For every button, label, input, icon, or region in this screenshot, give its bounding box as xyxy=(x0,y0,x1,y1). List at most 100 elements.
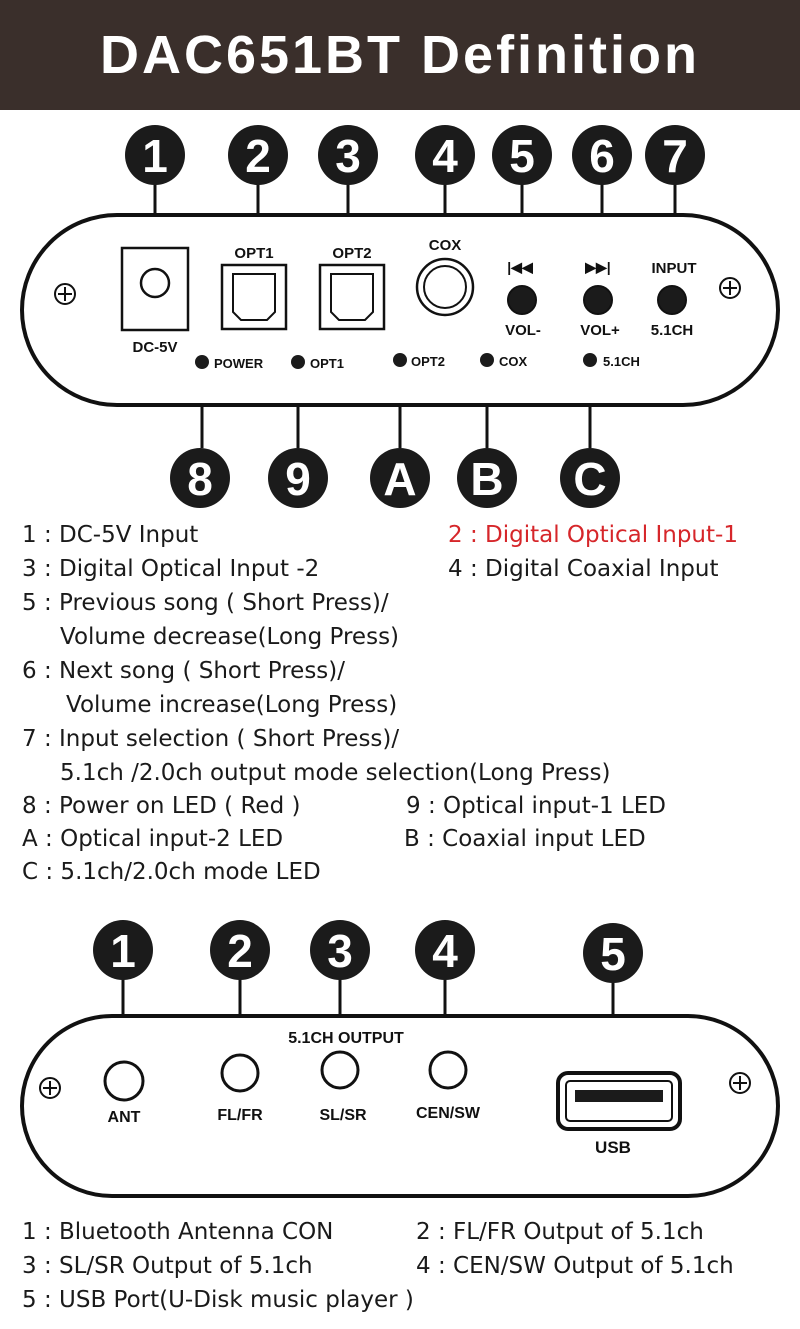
led-cox-label: COX xyxy=(499,354,528,369)
front-screw-left xyxy=(54,283,76,305)
rear-desc-2: 2 : FL/FR Output of 5.1ch xyxy=(416,1219,704,1245)
sl-sr-label: SL/SR xyxy=(319,1107,367,1124)
cen-sw-jack xyxy=(428,1050,468,1090)
callout-7: 7 xyxy=(645,125,705,185)
rear-desc-3: 3 : SL/SR Output of 5.1ch xyxy=(22,1253,313,1279)
svg-text:A: A xyxy=(383,453,416,505)
rear-callout-2: 2 xyxy=(210,920,270,980)
callout-3: 3 xyxy=(318,125,378,185)
callout-8: 8 xyxy=(170,448,230,508)
callout-5: 5 xyxy=(492,125,552,185)
callout-b: B xyxy=(457,448,517,508)
sl-sr-jack xyxy=(320,1050,360,1090)
desc-7: 7 : Input selection ( Short Press)/ xyxy=(22,726,400,752)
svg-text:5: 5 xyxy=(600,928,626,980)
led-power xyxy=(195,355,209,369)
callout-9: 9 xyxy=(268,448,328,508)
desc-7-cont: 5.1ch /2.0ch output mode selection(Long … xyxy=(60,760,611,786)
vol-plus-button xyxy=(583,285,613,315)
desc-6-cont: Volume increase(Long Press) xyxy=(66,692,398,718)
input-label: INPUT xyxy=(652,260,697,277)
led-power-label: POWER xyxy=(214,356,264,371)
callout-6: 6 xyxy=(572,125,632,185)
svg-text:4: 4 xyxy=(432,925,458,977)
cox-label: COX xyxy=(429,237,462,254)
opt2-port xyxy=(318,263,386,331)
cen-sw-label: CEN/SW xyxy=(416,1105,481,1122)
desc-1: 1 : DC-5V Input xyxy=(22,522,199,548)
fl-fr-label: FL/FR xyxy=(217,1107,263,1124)
desc-a: A : Optical input-2 LED xyxy=(22,826,284,852)
rear-callout-5: 5 xyxy=(583,923,643,983)
led-opt1 xyxy=(291,355,305,369)
rear-panel-body xyxy=(20,1014,780,1198)
svg-text:1: 1 xyxy=(110,925,136,977)
desc-b: B : Coaxial input LED xyxy=(404,826,646,852)
callout-1: 1 xyxy=(125,125,185,185)
svg-text:2: 2 xyxy=(245,130,271,182)
rear-desc-5: 5 : USB Port(U-Disk music player ) xyxy=(22,1287,414,1313)
opt1-label: OPT1 xyxy=(234,245,273,262)
page-title: DAC651BT Definition xyxy=(99,25,701,85)
svg-text:2: 2 xyxy=(227,925,253,977)
callout-c: C xyxy=(560,448,620,508)
output-group-label: 5.1CH OUTPUT xyxy=(288,1030,404,1047)
vol-minus-label: VOL- xyxy=(505,322,541,339)
callout-4: 4 xyxy=(415,125,475,185)
previous-icon: |◀◀ xyxy=(507,259,533,275)
desc-3: 3 : Digital Optical Input -2 xyxy=(22,556,320,582)
input-sub-label: 5.1CH xyxy=(651,322,694,339)
usb-port xyxy=(556,1071,682,1131)
desc-9: 9 : Optical input-1 LED xyxy=(406,793,667,819)
rear-callout-3: 3 xyxy=(310,920,370,980)
led-opt2 xyxy=(393,353,407,367)
rear-screw-right xyxy=(729,1072,751,1094)
title-banner: DAC651BT Definition xyxy=(0,0,800,110)
led-51ch-label: 5.1CH xyxy=(603,354,640,369)
callout-a: A xyxy=(370,448,430,508)
svg-text:9: 9 xyxy=(285,453,311,505)
rear-callouts: 1 2 3 4 5 xyxy=(93,920,643,983)
svg-text:7: 7 xyxy=(662,130,688,182)
desc-2: 2 : Digital Optical Input-1 xyxy=(448,522,738,548)
callout-2: 2 xyxy=(228,125,288,185)
desc-5-cont: Volume decrease(Long Press) xyxy=(60,624,400,650)
desc-8: 8 : Power on LED ( Red ) xyxy=(22,793,301,819)
rear-callout-4: 4 xyxy=(415,920,475,980)
led-opt2-label: OPT2 xyxy=(411,354,445,369)
rear-screw-left xyxy=(39,1077,61,1099)
vol-minus-button xyxy=(507,285,537,315)
svg-text:4: 4 xyxy=(432,130,458,182)
svg-text:B: B xyxy=(470,453,503,505)
opt2-label: OPT2 xyxy=(332,245,371,262)
svg-text:3: 3 xyxy=(335,130,361,182)
svg-text:8: 8 xyxy=(187,453,213,505)
led-cox xyxy=(480,353,494,367)
next-icon: ▶▶| xyxy=(584,259,610,275)
desc-4: 4 : Digital Coaxial Input xyxy=(448,556,719,582)
front-callouts-bottom: 8 9 A B C xyxy=(170,448,620,508)
ant-label: ANT xyxy=(108,1109,141,1126)
svg-text:3: 3 xyxy=(327,925,353,977)
front-leds xyxy=(195,353,597,369)
input-button xyxy=(657,285,687,315)
svg-text:5: 5 xyxy=(509,130,535,182)
fl-fr-jack xyxy=(220,1053,260,1093)
coaxial-port xyxy=(415,257,475,317)
antenna-connector xyxy=(103,1060,145,1102)
dc-5v-jack xyxy=(120,246,190,332)
front-screw-right xyxy=(719,277,741,299)
desc-6: 6 : Next song ( Short Press)/ xyxy=(22,658,346,684)
led-51ch xyxy=(583,353,597,367)
usb-label: USB xyxy=(595,1138,631,1157)
rear-desc-4: 4 : CEN/SW Output of 5.1ch xyxy=(416,1253,734,1279)
led-opt1-label: OPT1 xyxy=(310,356,344,371)
dc-5v-label: DC-5V xyxy=(132,339,177,356)
opt1-port xyxy=(220,263,288,331)
svg-text:1: 1 xyxy=(142,130,168,182)
rear-desc-1: 1 : Bluetooth Antenna CON xyxy=(22,1219,334,1245)
desc-5: 5 : Previous song ( Short Press)/ xyxy=(22,590,389,616)
front-callouts-top: 1 2 3 4 5 6 7 xyxy=(125,125,705,185)
rear-callout-1: 1 xyxy=(93,920,153,980)
